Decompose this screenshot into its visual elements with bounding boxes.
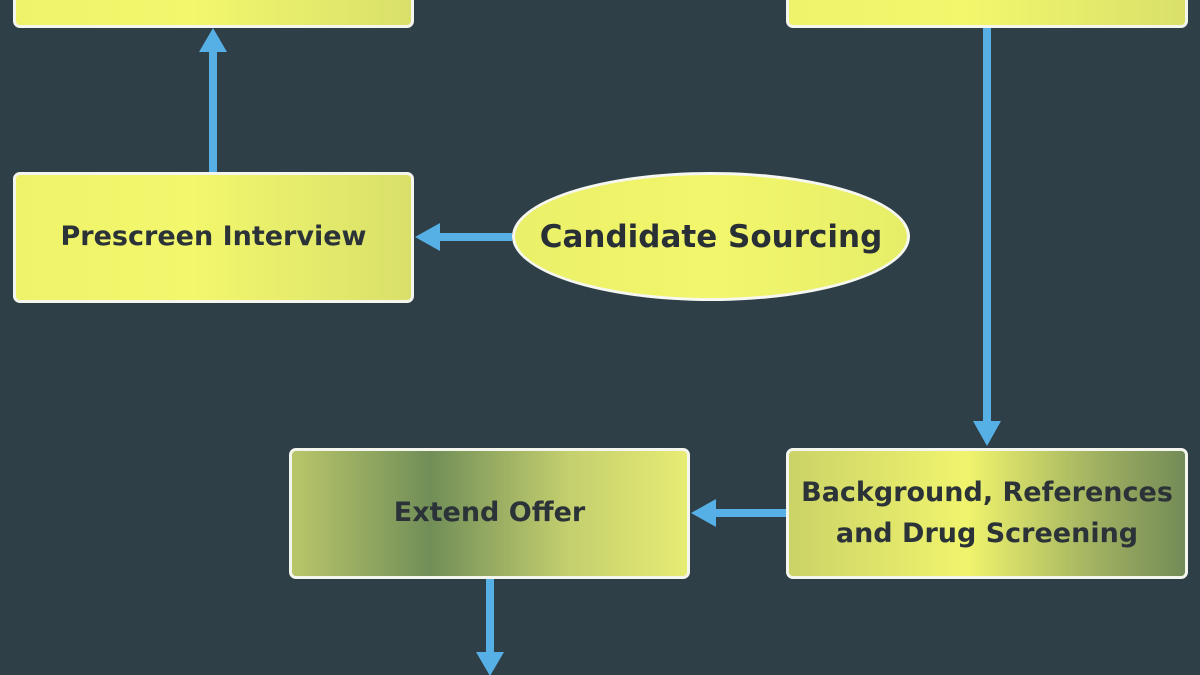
background-screening-node: Background, References and Drug Screenin… (786, 448, 1188, 579)
background-screening-line-2: and Drug Screening (835, 517, 1139, 549)
arrow-prescreen-to-top-left (199, 28, 227, 172)
extend-offer-label: Extend Offer (393, 497, 586, 529)
arrow-extend-offer-to-next-step (476, 578, 504, 675)
prescreen-interview-label: Prescreen Interview (60, 221, 367, 253)
prescreen-interview-node: Prescreen Interview (13, 172, 414, 303)
arrow-sourcing-to-prescreen (415, 223, 512, 251)
candidate-sourcing-oval: Candidate Sourcing (512, 172, 910, 301)
candidate-sourcing-label: Candidate Sourcing (539, 218, 883, 255)
arrow-top-right-to-background (973, 25, 1001, 446)
arrow-background-to-extend-offer (691, 499, 788, 527)
background-screening-line-1: Background, References (801, 477, 1173, 508)
top-left-node (13, 0, 414, 28)
extend-offer-node: Extend Offer (289, 448, 690, 579)
background-screening-label: Background, References and Drug Screenin… (801, 473, 1173, 554)
top-right-node (786, 0, 1188, 28)
